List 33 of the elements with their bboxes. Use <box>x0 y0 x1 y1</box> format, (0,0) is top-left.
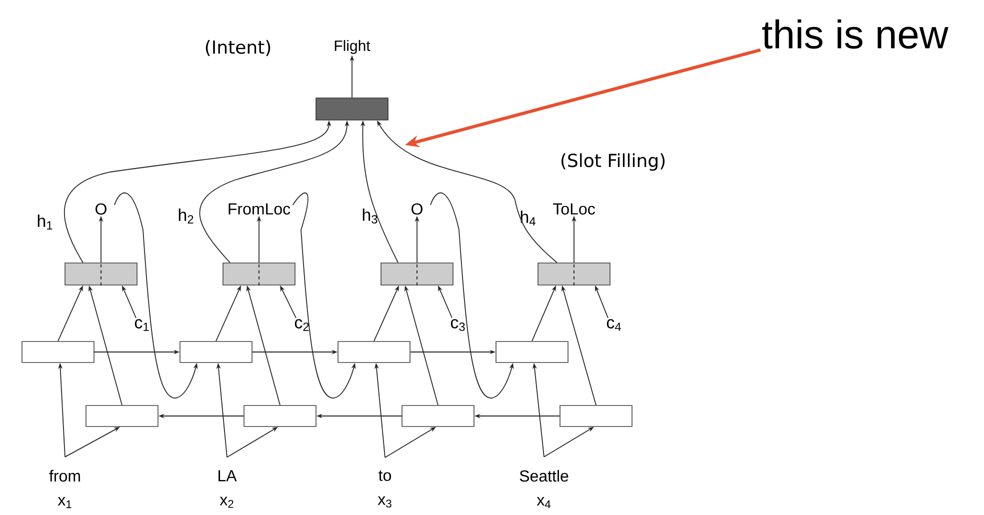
cell-box <box>538 262 610 286</box>
hidden-state-label: h$_{1}$ <box>38 214 52 230</box>
cell-box <box>380 262 454 286</box>
hidden-state-label: h$_{2}$ <box>178 208 194 224</box>
cell-state-label: c$_{3}$ <box>450 319 465 331</box>
output-label: ToLoc <box>553 203 595 215</box>
forward-box <box>338 341 410 363</box>
input-word: Seattle x$_{4}$ <box>520 470 568 508</box>
backward-box <box>86 405 158 427</box>
backward-box <box>402 405 474 427</box>
note-text: this is new <box>762 19 948 49</box>
cell-box <box>64 262 138 286</box>
forward-box <box>180 341 252 363</box>
group-label: (Slot Filling) <box>562 153 665 171</box>
output-label: Flight <box>334 40 370 54</box>
cell-box <box>222 262 296 286</box>
intent-box <box>316 98 388 120</box>
cell-state-label: c$_{4}$ <box>606 319 621 331</box>
input-word: to x$_{3}$ <box>378 470 392 508</box>
backward-box <box>244 405 316 427</box>
backward-box <box>560 405 632 427</box>
hidden-state-label: h$_{4}$ <box>520 210 536 226</box>
hidden-state-label: h$_{3}$ <box>362 208 378 224</box>
output-label: O <box>412 203 422 215</box>
output-label: O <box>96 203 106 215</box>
cell-state-label: c$_{2}$ <box>294 319 309 331</box>
output-label: FromLoc <box>228 203 290 215</box>
forward-box <box>22 341 94 363</box>
input-word: LA x$_{2}$ <box>218 470 237 508</box>
cell-state-label: c$_{1}$ <box>134 319 149 331</box>
input-word: from x$_{1}$ <box>49 470 80 508</box>
group-label: (Intent) <box>206 40 270 56</box>
forward-box <box>496 341 568 363</box>
